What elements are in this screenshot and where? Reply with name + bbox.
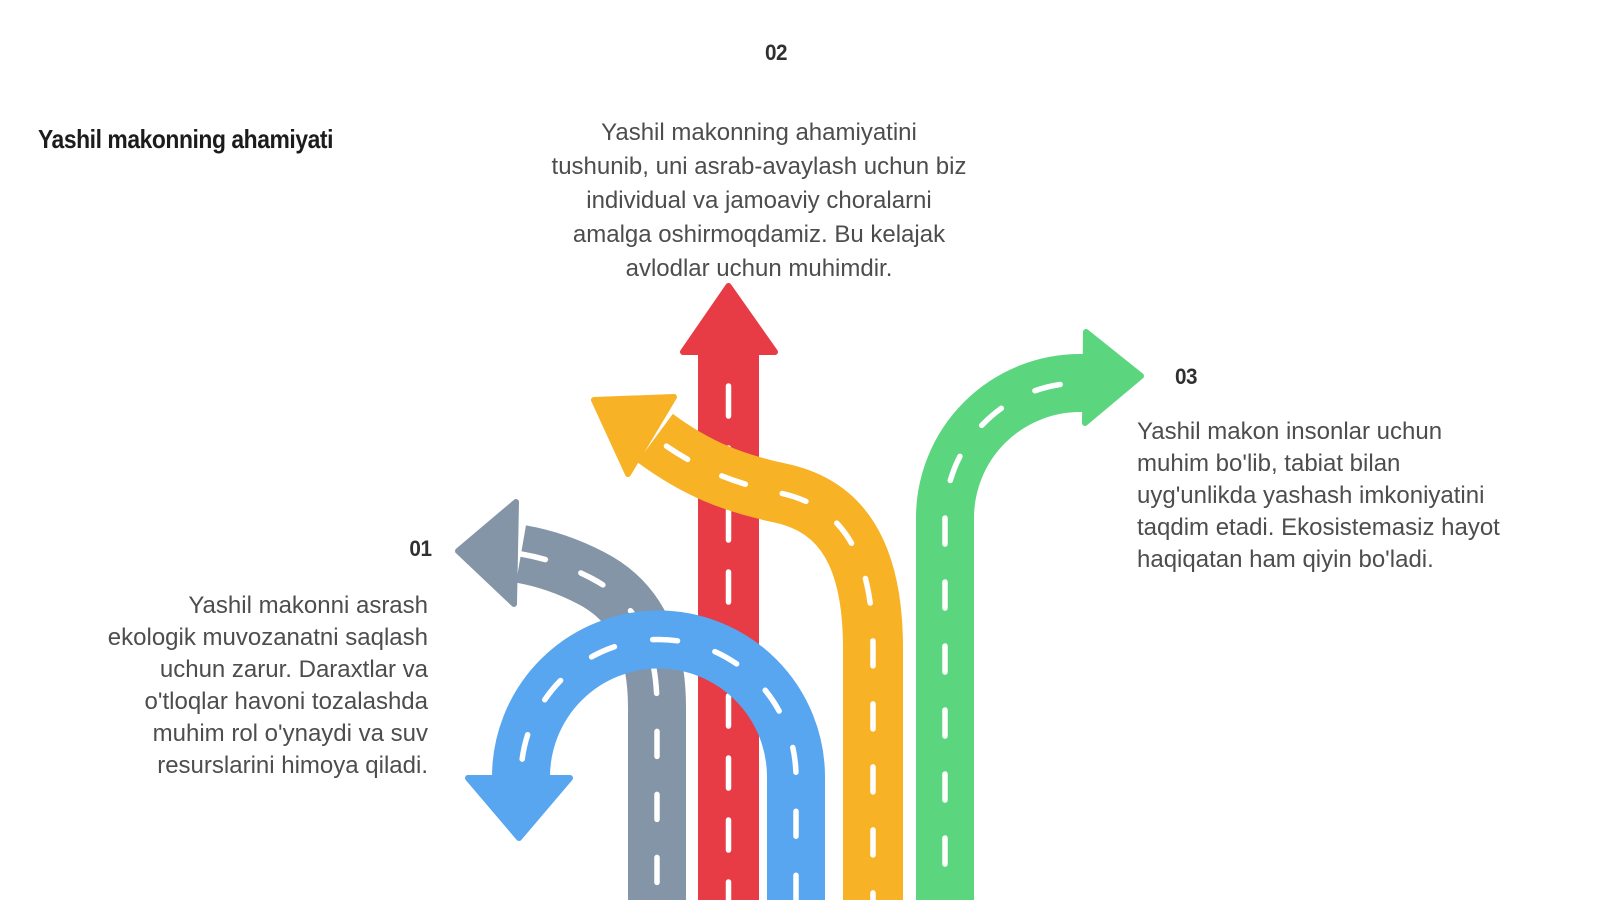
road-arrow-right-icon: [916, 329, 1144, 900]
step-03-description: Yashil makon insonlar uchun muhim bo'lib…: [1137, 418, 1500, 573]
road-arrow-up-icon: [680, 283, 778, 900]
road-arrow-left-icon: [455, 499, 686, 900]
step-02-number: 02: [765, 40, 788, 65]
page-title: Yashil makonning ahamiyati: [38, 124, 334, 154]
step-03-number: 03: [1175, 364, 1198, 389]
road-arrow-down-icon: [465, 610, 825, 900]
step-01-description: Yashil makonni asrash ekologik muvozanat…: [107, 592, 428, 779]
step-01-number: 01: [408, 536, 432, 561]
road-arrow-up-left-icon: [591, 394, 903, 900]
step-02-description: Yashil makonning ahamiyatini tushunib, u…: [551, 119, 967, 282]
